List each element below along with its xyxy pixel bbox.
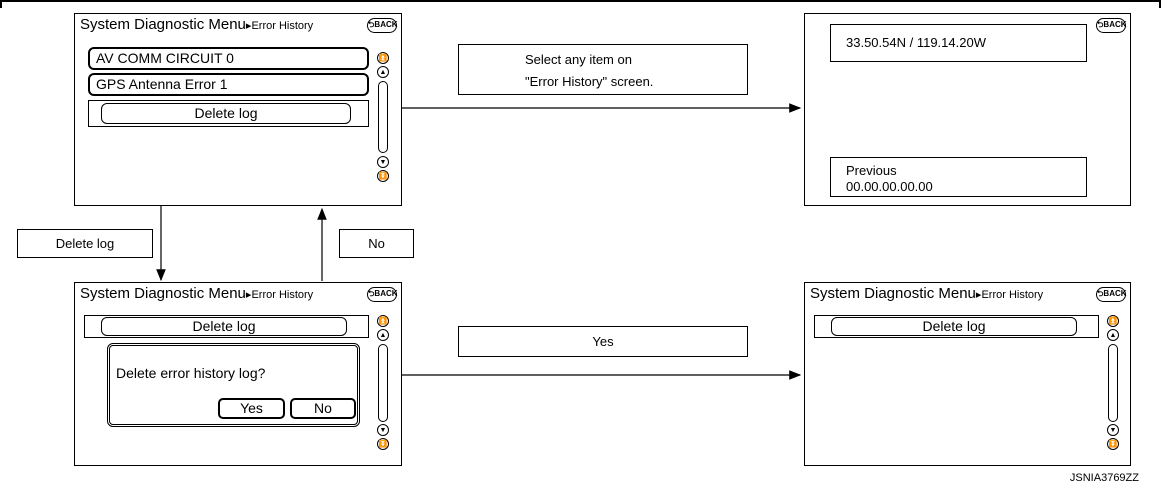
yes-button[interactable]: Yes [218, 398, 285, 419]
figure-code: JSNIA3769ZZ [1069, 472, 1139, 484]
error-item[interactable]: AV COMM CIRCUIT 0 [88, 47, 369, 70]
select-item-line2: "Error History" screen. [525, 74, 654, 89]
figure-frame-top [0, 0, 1161, 8]
delete-log-button[interactable]: Delete log [101, 317, 347, 336]
scrollbar[interactable] [1108, 344, 1118, 422]
double-down-arrow-icon[interactable]: ⏬ [377, 170, 389, 182]
previous-box: Previous 00.00.00.00.00 [830, 157, 1087, 197]
select-item-line1: Select any item on [525, 52, 632, 67]
screen-header: System Diagnostic Menu▸Error History [80, 285, 313, 302]
back-button[interactable]: ⮌BACK [1096, 18, 1127, 33]
back-arrow-icon: ⮌ [1097, 20, 1104, 29]
delete-log-row: Delete log [84, 315, 369, 338]
previous-label: Previous [846, 163, 897, 178]
scrollbar[interactable] [378, 344, 388, 422]
location-box: 33.50.54N / 119.14.20W [830, 24, 1087, 62]
double-up-arrow-icon[interactable]: ⏫ [377, 52, 389, 64]
back-arrow-icon: ⮌ [368, 289, 375, 298]
error-item[interactable]: GPS Antenna Error 1 [88, 73, 369, 96]
back-button[interactable]: ⮌BACK [367, 18, 398, 33]
screen-header: System Diagnostic Menu▸Error History [810, 285, 1043, 302]
back-button[interactable]: ⮌BACK [367, 287, 398, 302]
breadcrumb-arrow-icon: ▸ [245, 289, 252, 301]
header-main: System Diagnostic Menu [80, 16, 246, 33]
no-label: No [339, 229, 414, 258]
double-down-arrow-icon[interactable]: ⏬ [1107, 438, 1119, 450]
breadcrumb-arrow-icon: ▸ [245, 20, 252, 32]
delete-log-button[interactable]: Delete log [101, 103, 351, 124]
header-main: System Diagnostic Menu [810, 285, 976, 302]
double-up-arrow-icon[interactable]: ⏫ [377, 315, 389, 327]
error-history-screen: System Diagnostic Menu▸Error History ⮌BA… [74, 13, 402, 206]
header-sub: Error History [251, 20, 314, 32]
history-cleared-screen: System Diagnostic Menu▸Error History ⮌BA… [804, 282, 1131, 466]
up-arrow-icon[interactable]: ▲ [1107, 329, 1119, 341]
back-button[interactable]: ⮌BACK [1096, 287, 1127, 302]
up-arrow-icon[interactable]: ▲ [377, 329, 389, 341]
down-arrow-icon[interactable]: ▼ [377, 156, 389, 168]
previous-value: 00.00.00.00.00 [846, 179, 933, 194]
up-arrow-icon[interactable]: ▲ [377, 66, 389, 78]
delete-log-label: Delete log [17, 229, 153, 258]
confirm-dialog: Delete error history log? Yes No [107, 343, 360, 427]
scrollbar[interactable] [378, 81, 388, 153]
double-down-arrow-icon[interactable]: ⏬ [377, 438, 389, 450]
double-up-arrow-icon[interactable]: ⏫ [1107, 315, 1119, 327]
screen-header: System Diagnostic Menu▸Error History [80, 16, 313, 33]
header-main: System Diagnostic Menu [80, 285, 246, 302]
back-arrow-icon: ⮌ [368, 20, 375, 29]
back-arrow-icon: ⮌ [1097, 289, 1104, 298]
location-coords: 33.50.54N / 119.14.20W [846, 35, 986, 50]
yes-label: Yes [458, 326, 748, 357]
delete-log-button[interactable]: Delete log [831, 317, 1077, 336]
delete-log-row: Delete log [88, 100, 369, 127]
breadcrumb-arrow-icon: ▸ [975, 289, 982, 301]
header-sub: Error History [981, 289, 1044, 301]
select-item-label: Select any item on "Error History" scree… [458, 44, 748, 95]
error-detail-screen: ⮌BACK 33.50.54N / 119.14.20W Previous 00… [804, 13, 1131, 206]
delete-confirm-screen: System Diagnostic Menu▸Error History ⮌BA… [74, 282, 402, 466]
delete-log-row: Delete log [814, 315, 1099, 338]
down-arrow-icon[interactable]: ▼ [1107, 424, 1119, 436]
no-button[interactable]: No [290, 398, 356, 419]
header-sub: Error History [251, 289, 314, 301]
dialog-message: Delete error history log? [116, 365, 266, 381]
down-arrow-icon[interactable]: ▼ [377, 424, 389, 436]
